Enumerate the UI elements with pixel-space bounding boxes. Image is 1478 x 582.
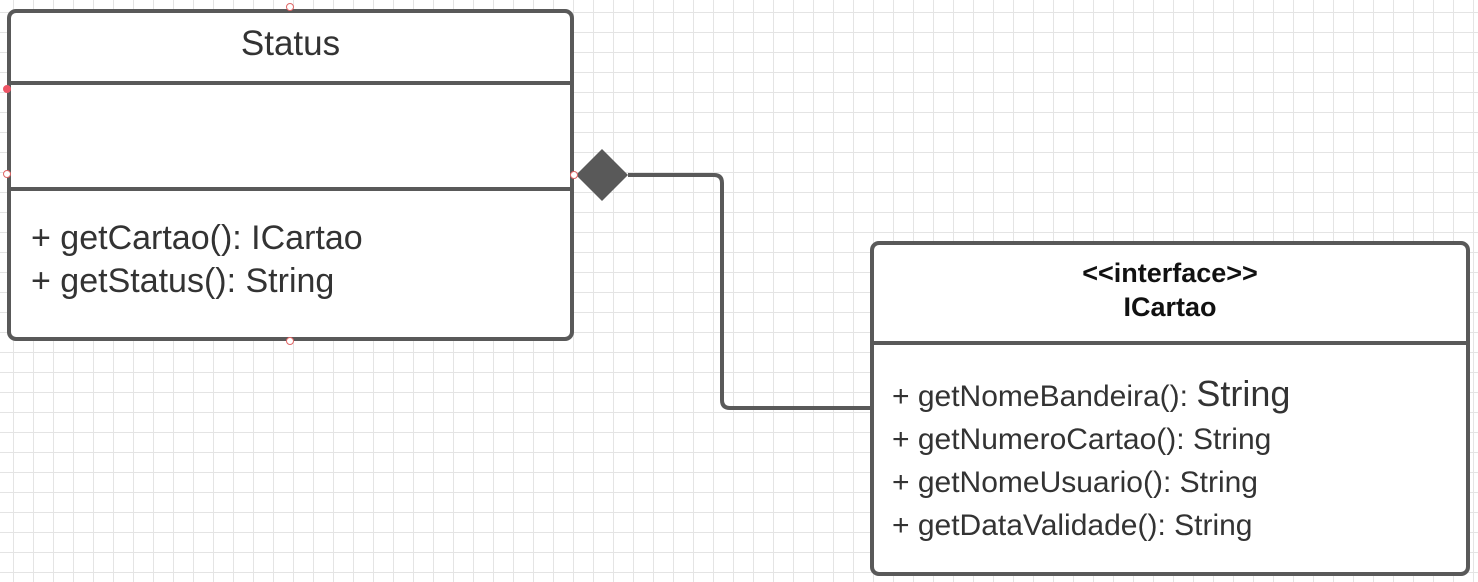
operation-signature: + getNomeBandeira(): <box>892 380 1188 413</box>
icartao-header-divider <box>874 341 1466 345</box>
composition-diamond-icon <box>576 149 628 201</box>
status-class-box[interactable]: Status + getCartao(): ICartao + getStatu… <box>7 9 574 341</box>
status-operation: + getCartao(): ICartao <box>31 219 363 257</box>
status-operation: + getStatus(): String <box>31 262 335 300</box>
operation-signature: + getNomeUsuario(): <box>892 466 1172 499</box>
selection-handle[interactable] <box>286 3 294 11</box>
icartao-interface-name: ICartao <box>1123 292 1217 322</box>
selection-handle[interactable] <box>3 170 11 178</box>
status-attributes-compartment <box>11 85 570 187</box>
status-attributes-divider <box>11 187 570 191</box>
status-operations-compartment: + getCartao(): ICartao + getStatus(): St… <box>11 191 570 337</box>
operation-return-type: String <box>1192 423 1272 456</box>
operation-return-type: String <box>1174 509 1253 542</box>
operation-signature: + getDataValidade(): <box>892 509 1166 542</box>
interface-stereotype: <<interface>> <box>1082 258 1258 288</box>
icartao-interface-box[interactable]: <<interface>> ICartao + getNomeBandeira(… <box>870 241 1470 576</box>
icartao-operation: + getNomeUsuario(): String <box>892 461 1466 504</box>
icartao-operation: + getDataValidade(): String <box>892 504 1466 547</box>
status-header-divider <box>11 81 570 85</box>
icartao-operation: + getNumeroCartao(): String <box>892 418 1466 461</box>
operation-return-type: String <box>1196 373 1291 414</box>
selection-handle[interactable] <box>3 85 11 93</box>
connector-line[interactable] <box>628 173 872 410</box>
icartao-operations-compartment: + getNomeBandeira(): String + getNumeroC… <box>874 345 1466 572</box>
selection-handle[interactable] <box>570 171 578 179</box>
selection-handle[interactable] <box>286 337 294 345</box>
icartao-operation: + getNomeBandeira(): String <box>892 372 1466 418</box>
status-class-header: Status <box>11 13 570 81</box>
status-class-name: Status <box>240 24 341 63</box>
operation-return-type: String <box>1179 466 1258 499</box>
operation-signature: + getNumeroCartao(): <box>892 423 1185 456</box>
icartao-interface-header: <<interface>> ICartao <box>874 245 1466 341</box>
